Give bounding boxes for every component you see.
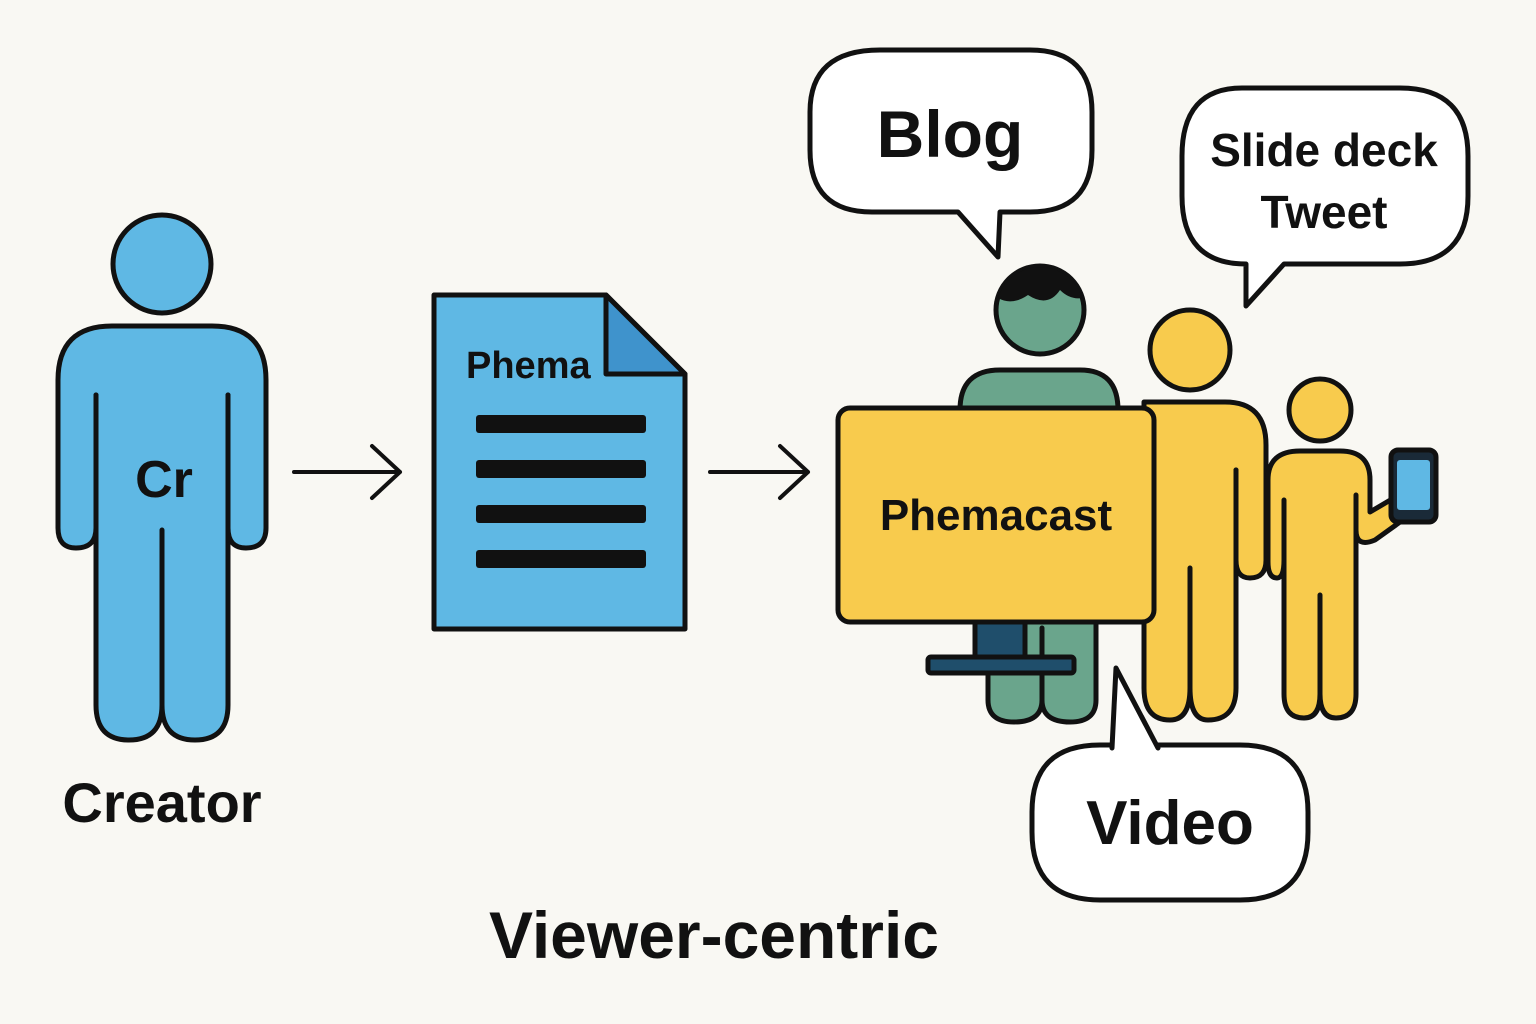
slides-bubble-line2: Tweet [1261, 186, 1388, 238]
screen-label: Phemacast [880, 491, 1113, 540]
viewer-child-head [1286, 376, 1354, 444]
document-line [476, 460, 646, 478]
viewer-child-lines [1281, 497, 1323, 703]
creator-torso-label: Cr [135, 451, 193, 509]
viewer-adult-body [1141, 399, 1269, 723]
speech-bubble-icon [1179, 85, 1471, 309]
document-lines [476, 415, 646, 568]
screen-stand-neck [972, 617, 1028, 663]
document-line [476, 550, 646, 568]
arrow-icon [292, 444, 402, 500]
document-icon [431, 292, 688, 632]
viewer-main-hair [998, 267, 1082, 302]
creator-head [110, 212, 214, 316]
screen-panel [835, 405, 1157, 625]
blog-bubble [807, 47, 1095, 260]
speech-bubble-icon [807, 47, 1095, 260]
viewer-adult-head [1147, 307, 1233, 393]
phone-icon [1388, 447, 1439, 525]
viewer-person-icon [1265, 376, 1417, 721]
video-bubble-text: Video [1086, 789, 1254, 858]
blog-bubble-text: Blog [877, 97, 1024, 171]
video-bubble [1029, 742, 1311, 903]
document-title: Phema [466, 345, 591, 387]
screen-icon [835, 405, 1157, 676]
creator-label: Creator [62, 771, 261, 834]
speech-bubble-icon [1029, 665, 1311, 903]
document-line [476, 415, 646, 433]
document-line [476, 505, 646, 523]
diagram-caption: Viewer-centric [489, 898, 939, 972]
viewer-person-icon [1141, 307, 1269, 723]
screen-stand-base [925, 654, 1077, 676]
slides-bubble [1179, 85, 1471, 309]
creator-person-icon [55, 212, 269, 743]
viewer-adult-lines [1187, 467, 1239, 703]
document-fold [603, 292, 688, 377]
slides-bubble-line1: Slide deck [1210, 124, 1438, 176]
phone-screen [1397, 460, 1430, 510]
video-tail-cover [1116, 700, 1154, 751]
arrow-icon [708, 444, 810, 500]
creator-limb-lines [93, 392, 231, 708]
